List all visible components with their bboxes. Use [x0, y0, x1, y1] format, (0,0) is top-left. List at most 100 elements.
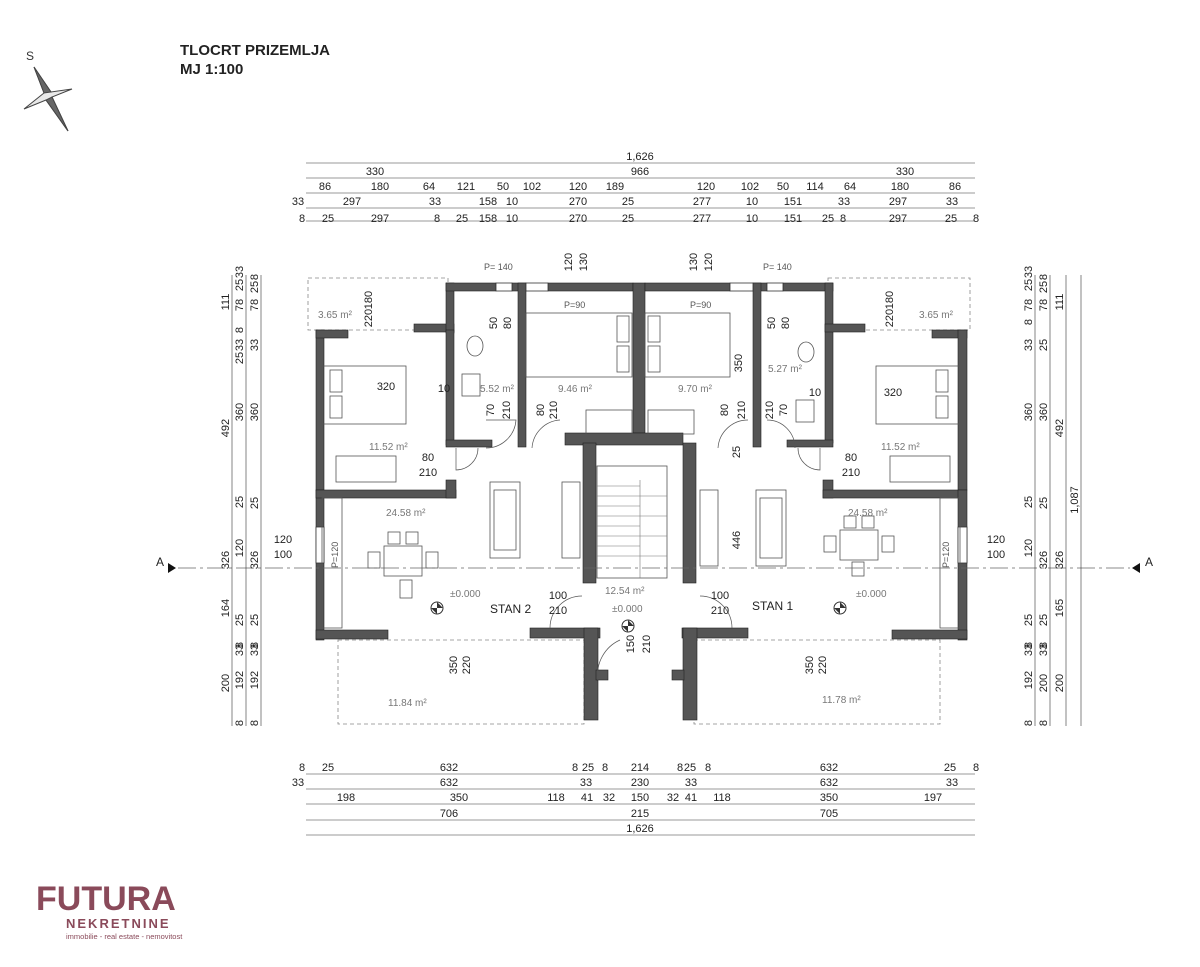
top-dim-r3: 102 [741, 181, 759, 193]
bottom-dim-r2: 33 [946, 777, 958, 789]
bottom-dim-r3: 32 [603, 792, 615, 804]
left-dim-inner: 25 [249, 497, 261, 509]
top-dim-r4: 33 [838, 196, 850, 208]
right-dim-outer: 326 [1054, 551, 1066, 569]
top-dim-r2: 330 [366, 166, 384, 178]
top-dim-r3: 180 [371, 181, 389, 193]
inner-dim: 100 [549, 590, 567, 602]
inner-dim: 25 [731, 446, 743, 458]
bottom-dim-r2: 33 [292, 777, 304, 789]
north-label: S [26, 49, 34, 63]
inner-dim: 210 [419, 467, 437, 479]
left-dim-mid: 33 [234, 339, 246, 351]
top-dim-r5: 270 [569, 213, 587, 225]
area-living-left: 24.58 m² [386, 508, 426, 519]
bottom-dim-r1: 8 [572, 762, 578, 774]
window-label-p120-left: P=120 [330, 542, 340, 568]
top-dim-r4: 33 [946, 196, 958, 208]
left-dim-mid: 8 [234, 642, 246, 648]
left-dim-inner: 360 [249, 403, 261, 421]
right-dim-inner: 360 [1038, 403, 1050, 421]
inner-dim: 210 [711, 605, 729, 617]
top-dim-r3: 114 [806, 181, 824, 193]
inner-dim: 10 [809, 387, 821, 399]
right-dim-outer: 1,087 [1069, 486, 1081, 514]
plan-scale: MJ 1:100 [180, 61, 244, 78]
stair-treads [597, 480, 667, 578]
right-dim-inner: 25 [1038, 339, 1050, 351]
bottom-dim-r3: 350 [820, 792, 838, 804]
right-dim-inner: 25 [1038, 614, 1050, 626]
inner-dim: 350 [804, 656, 816, 674]
left-dim-inner: 8 [249, 720, 261, 726]
left-dim-inner: 8 [249, 274, 261, 280]
top-dim-r3: 50 [497, 181, 509, 193]
inner-dim: 120 [987, 534, 1005, 546]
top-dim-r4: 10 [506, 196, 518, 208]
right-dim-mid: 33 [1023, 339, 1035, 351]
area-bedroom-left: 11.52 m² [369, 442, 408, 453]
inner-dim: 220 [817, 656, 829, 674]
right-dim-mid: 25 [1023, 279, 1035, 291]
right-dim-inner: 8 [1038, 720, 1050, 726]
left-dim-inner: 8 [249, 642, 261, 648]
bottom-dim-r2: 632 [820, 777, 838, 789]
left-dim-mid: 192 [234, 671, 246, 689]
top-dim-r3: 189 [606, 181, 624, 193]
area-bedroom2-left: 9.46 m² [558, 384, 593, 395]
top-dim-r5: 158 [479, 213, 497, 225]
right-dim-inner: 25 [1038, 281, 1050, 293]
top-dim-r3: 120 [697, 181, 715, 193]
furniture [321, 312, 961, 629]
left-dim-mid: 78 [234, 299, 246, 311]
inner-dim: 210 [501, 401, 513, 419]
right-dim-inner: 8 [1038, 642, 1050, 648]
bottom-dim-r1: 632 [820, 762, 838, 774]
inner-dim: 446 [731, 531, 743, 549]
inner-dim: 70 [778, 404, 790, 416]
window-label-p90-left: P=90 [564, 300, 585, 310]
right-dim-inner: 326 [1038, 551, 1050, 569]
window-label-p140-right: P= 140 [763, 262, 792, 272]
section-label-left: A [156, 555, 164, 569]
inner-dim: 80 [845, 452, 857, 464]
inner-dim: 210 [548, 401, 560, 419]
top-dim-r4: 151 [784, 196, 802, 208]
inner-dim: 210 [764, 401, 776, 419]
right-dim-inner: 200 [1038, 674, 1050, 692]
top-dim-r3: 64 [423, 181, 435, 193]
bottom-dim-r1: 25 [944, 762, 956, 774]
unit-stan2: STAN 2 [490, 602, 531, 616]
left-dim-mid: 33 [234, 644, 246, 656]
bottom-dim-r1: 8 [677, 762, 683, 774]
inner-dim: 100 [987, 549, 1005, 561]
bottom-dim-r4: 705 [820, 808, 838, 820]
area-bedroom-right: 11.52 m² [881, 442, 920, 453]
top-dim-r5: 10 [506, 213, 518, 225]
area-garden-right: 11.78 m² [822, 695, 861, 706]
left-dim-mid: 8 [234, 327, 246, 333]
inner-dim: 100 [711, 590, 729, 602]
bottom-dim-r1: 25 [582, 762, 594, 774]
left-dim-mid: 25 [234, 496, 246, 508]
area-living-right: 24.58 m² [848, 508, 888, 519]
area-hall: 12.54 m² [605, 586, 645, 597]
area-terrace-right: 3.65 m² [919, 310, 954, 321]
inner-dim: 10 [438, 383, 450, 395]
top-dim-r3: 180 [891, 181, 909, 193]
logo-brand: FUTURA [36, 880, 176, 918]
bottom-dim-r3: 150 [631, 792, 649, 804]
inner-dim: 80 [719, 404, 731, 416]
top-dim-r4: 270 [569, 196, 587, 208]
left-dim-mid: 25 [234, 279, 246, 291]
top-dim-r1: 1,626 [626, 151, 654, 163]
right-dim-mid: 192 [1023, 671, 1035, 689]
inner-dim: 100 [274, 549, 292, 561]
left-dim-mid: 25 [234, 352, 246, 364]
top-dim-r5: 25 [822, 213, 834, 225]
windows [315, 282, 968, 564]
right-dim-mid: 33 [1023, 266, 1035, 278]
logo-sub: NEKRETNINE [66, 916, 171, 931]
top-dim-r5: 297 [371, 213, 389, 225]
inner-dim: 220 [363, 309, 375, 327]
